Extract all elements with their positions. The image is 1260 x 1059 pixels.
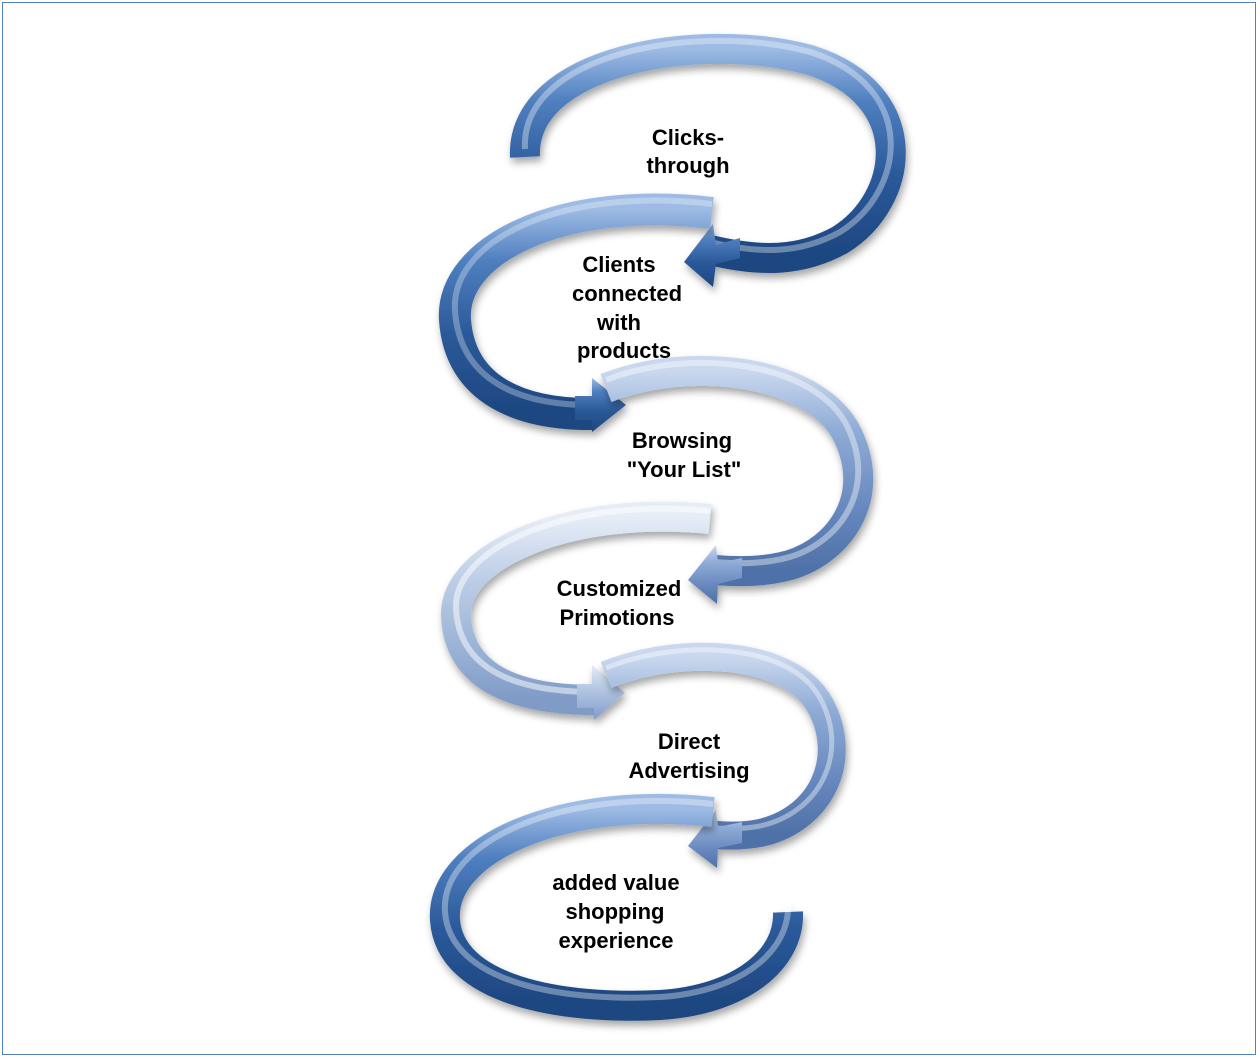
- step-label-1-line-2: through: [646, 153, 729, 178]
- arrow-loop-4: [440, 501, 712, 720]
- arrow-loop-2: [438, 193, 714, 432]
- step-label-2-line-3: with: [596, 310, 641, 335]
- arrow-loop-6: [429, 793, 803, 1021]
- step-label-4-line-1: Customized: [557, 576, 682, 601]
- step-label-2: Clients connected with products: [572, 252, 682, 363]
- step-label-5-line-1: Direct: [658, 729, 721, 754]
- step-label-2-line-2: connected: [572, 281, 682, 306]
- step-label-6-line-3: experience: [559, 928, 674, 953]
- step-label-5: Direct Advertising: [628, 729, 749, 783]
- step-label-3-line-1: Browsing: [632, 428, 732, 453]
- step-label-1: Clicks- through: [646, 125, 729, 178]
- step-label-3: Browsing "Your List": [627, 428, 742, 482]
- step-label-4-line-2: Primotions: [560, 605, 675, 630]
- step-label-1-line-1: Clicks-: [652, 125, 724, 150]
- step-label-3-line-2: "Your List": [627, 457, 742, 482]
- step-label-2-line-1: Clients: [582, 252, 655, 277]
- step-label-6-line-2: shopping: [566, 899, 665, 924]
- step-label-6: added value shopping experience: [552, 870, 679, 953]
- arrow-loop-5: [600, 642, 846, 868]
- arrow-loop-1: [510, 33, 906, 287]
- step-label-6-line-1: added value: [552, 870, 679, 895]
- step-label-2-line-4: products: [577, 338, 671, 363]
- step-label-4: Customized Primotions: [557, 576, 682, 630]
- arrow-loop-3: [600, 355, 874, 604]
- step-label-5-line-2: Advertising: [628, 758, 749, 783]
